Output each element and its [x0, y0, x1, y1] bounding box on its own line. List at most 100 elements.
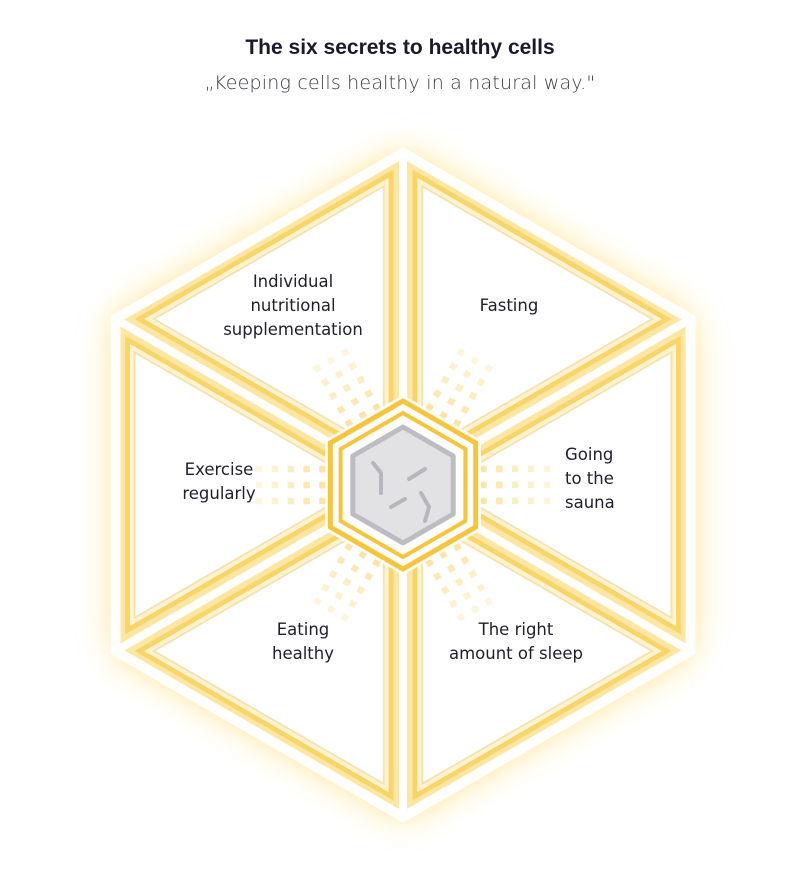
page-subtitle: „Keeping cells healthy in a natural way.… [204, 72, 596, 94]
segment-label-line: nutritional [250, 296, 335, 315]
trail-dot [356, 375, 366, 385]
trail-dot [342, 577, 352, 587]
trail-dot [364, 572, 374, 581]
trail-dot [340, 613, 350, 623]
trail-dot [348, 599, 358, 609]
trail-dot [480, 481, 487, 489]
trail-dot [468, 391, 478, 401]
trail-dot [440, 375, 450, 385]
trail-dot [256, 497, 263, 505]
segment-label-line: healthy [272, 644, 334, 663]
trail-dot [256, 481, 263, 489]
trail-dot [470, 355, 480, 365]
segment-label-line: Exercise [185, 460, 254, 479]
segment-label-line: Individual [253, 272, 333, 291]
trail-dot [364, 389, 374, 398]
trail-dot [303, 497, 310, 505]
center-ring-inner [338, 410, 468, 560]
segment-label-line: Eating [277, 620, 330, 639]
trail-dot [456, 348, 466, 357]
segment-panel-sleep [421, 516, 655, 786]
segment-label-fasting: Fasting [480, 296, 539, 315]
trail-dot [543, 465, 551, 473]
trail-dot [527, 497, 535, 505]
segment-label-line: Fasting [480, 296, 539, 315]
segment-label-line: sauna [565, 493, 615, 512]
trail-dot [328, 569, 338, 579]
trail-dot [342, 383, 352, 393]
trail-dot [334, 369, 344, 379]
trail-dot [495, 481, 503, 489]
segment-panel-sauna [439, 350, 673, 620]
segment-panel-exercise [133, 350, 367, 620]
trail-dot [480, 465, 487, 473]
trail-dot [484, 364, 494, 373]
trail-dot [484, 596, 494, 606]
trail-dot [271, 481, 279, 489]
segment-label-line: Going [565, 445, 613, 464]
trail-dot [495, 497, 503, 505]
trail-dot [326, 605, 336, 614]
trail-dot [495, 465, 503, 473]
trail-dot [462, 369, 472, 379]
trail-dot [320, 377, 330, 387]
trail-dot [448, 361, 458, 371]
trail-dot [312, 597, 322, 607]
trail-dot [543, 481, 551, 489]
trail-dot [287, 465, 295, 473]
segment-label-line: The right [478, 620, 554, 639]
cell-detail-line [371, 461, 383, 495]
page-title: The six secrets to healthy cells [245, 36, 555, 59]
trail-dot [336, 405, 346, 414]
cell-detail-line [407, 467, 427, 481]
trail-dot [326, 356, 336, 366]
trail-dot [446, 397, 456, 407]
segment-panel-eating [151, 516, 385, 786]
trail-dot [432, 389, 442, 399]
trail-dot [303, 481, 310, 489]
trail-dot [287, 481, 295, 489]
trail-dot [476, 583, 486, 593]
trail-dot [320, 583, 330, 593]
trail-dot [348, 361, 358, 371]
trail-dot [336, 556, 346, 565]
trail-dot [456, 612, 466, 622]
trail-dot [448, 599, 458, 609]
segment-label-line: amount of sleep [449, 644, 583, 663]
trail-dot [543, 497, 551, 505]
trail-dot [340, 348, 350, 357]
trail-dot [350, 563, 360, 573]
trail-dot [432, 571, 442, 581]
cell-detail-line [419, 491, 432, 523]
trail-dot [446, 563, 456, 573]
trail-dot [511, 481, 519, 489]
trail-dot [334, 591, 344, 601]
trail-dot [303, 465, 310, 473]
trail-dot [271, 497, 279, 505]
trail-dot [462, 591, 472, 601]
trail-dot [350, 397, 360, 407]
segment-label-exercise: Exercise regularly [182, 460, 256, 503]
trail-dot [511, 497, 519, 505]
segment-panel-fasting [421, 184, 655, 454]
trail-dot [356, 585, 366, 595]
trail-dot [527, 481, 535, 489]
trail-dot [454, 577, 464, 587]
trail-dot [319, 497, 326, 505]
segment-panel-supplementation [151, 184, 385, 454]
trail-dot [476, 377, 486, 387]
trail-dot [480, 497, 487, 505]
cell-detail-line [389, 497, 407, 509]
trail-dot [511, 465, 519, 473]
segment-label-eating: Eating healthy [272, 620, 334, 663]
trail-dot [328, 391, 338, 401]
segment-label-line: to the [565, 469, 614, 488]
trail-dot [287, 497, 295, 505]
segment-label-line: regularly [182, 484, 256, 503]
trail-dot [454, 383, 464, 393]
trail-dot [527, 465, 535, 473]
trail-dot [312, 364, 322, 373]
